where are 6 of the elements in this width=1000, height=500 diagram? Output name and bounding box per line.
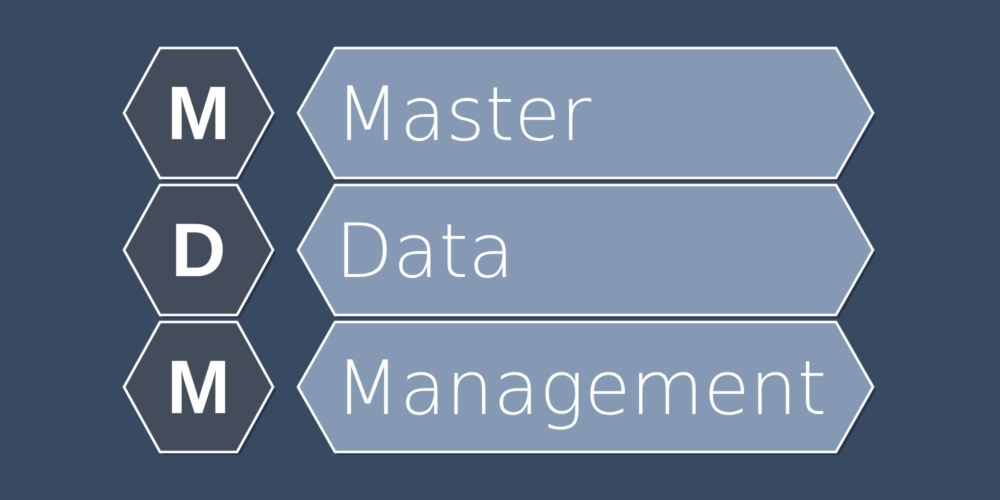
term-banner: Management: [296, 320, 876, 455]
letter-hexagon: M: [122, 46, 276, 181]
term-banner: Data: [296, 184, 876, 318]
letter-hexagon: M: [122, 320, 276, 455]
letter-hexagon: D: [122, 184, 276, 318]
term-banner: Master: [296, 46, 876, 181]
